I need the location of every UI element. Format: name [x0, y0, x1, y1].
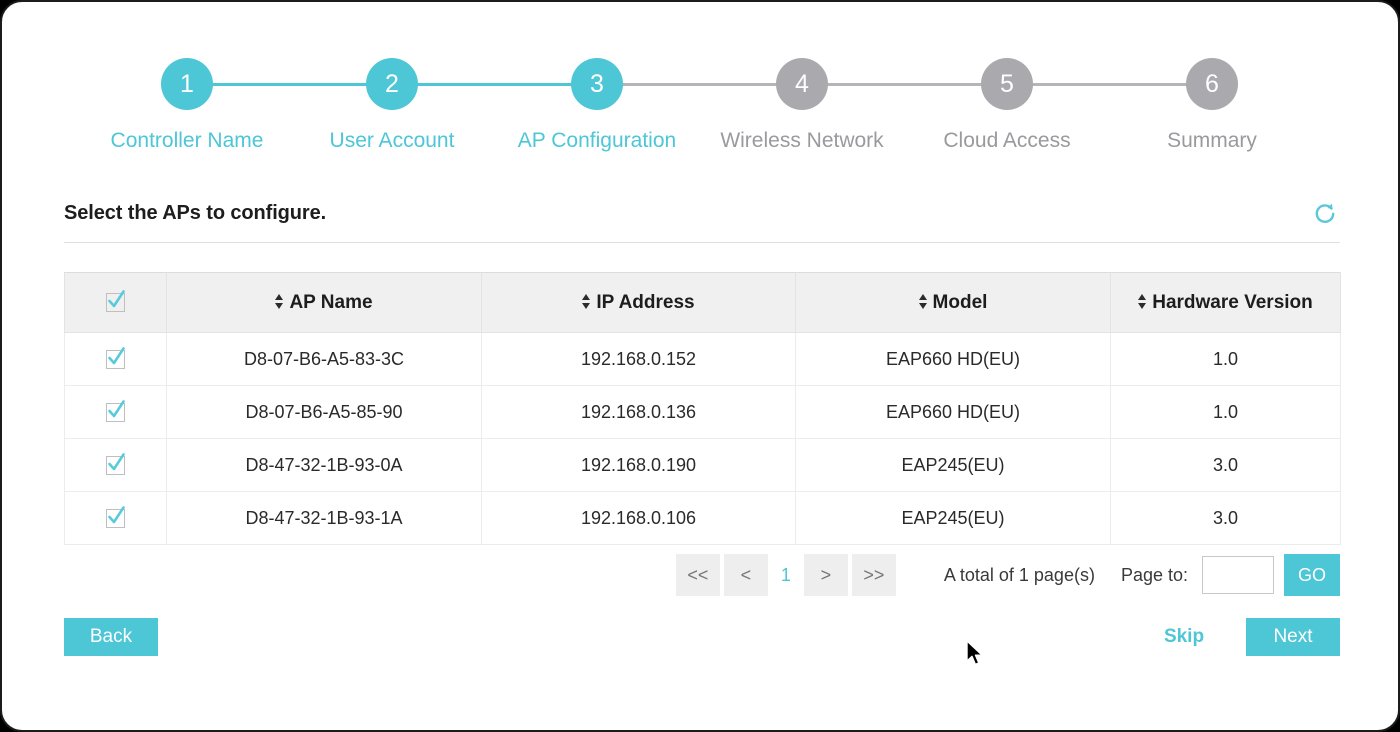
stepper-connector-3 — [597, 83, 802, 86]
page-title: Select the APs to configure. — [64, 202, 327, 224]
header-hardware-version[interactable]: Hardware Version — [1110, 272, 1341, 333]
skip-button[interactable]: Skip — [1163, 626, 1205, 647]
stepper-step-number: 1 — [161, 58, 213, 110]
row-select-cell[interactable] — [64, 491, 167, 545]
row-checkbox[interactable] — [106, 506, 125, 529]
stepper-step-ap-configuration[interactable]: 3 AP Configuration — [507, 58, 687, 153]
pagination-prev-button[interactable]: < — [723, 554, 768, 596]
stepper-step-label: Summary — [1167, 129, 1257, 152]
ap-table: AP Name IP Address Model Hardware Versio… — [64, 272, 1341, 545]
row-checkbox[interactable] — [106, 347, 125, 370]
stepper-connector-2 — [392, 83, 597, 86]
stepper-connector-5 — [1007, 83, 1212, 86]
cell-model: EAP245(EU) — [795, 438, 1111, 492]
sort-icon — [582, 293, 591, 309]
cell-model: EAP660 HD(EU) — [795, 332, 1111, 386]
stepper-step-label: User Account — [329, 129, 455, 152]
header-ip-address[interactable]: IP Address — [481, 272, 796, 333]
pagination-next-button[interactable]: > — [803, 554, 848, 596]
stepper-connector-1 — [187, 83, 392, 86]
cell-ap-name: D8-47-32-1B-93-1A — [166, 491, 482, 545]
pagination-total-text: A total of 1 page(s) — [943, 564, 1095, 585]
pagination: << < 1 > >> A total of 1 page(s) Page to… — [64, 552, 1340, 598]
header-ap-name[interactable]: AP Name — [166, 272, 482, 333]
cell-ip-address: 192.168.0.106 — [481, 491, 796, 545]
cell-ap-name: D8-07-B6-A5-85-90 — [166, 385, 482, 439]
pagination-page-to-label: Page to: — [1120, 564, 1188, 585]
header-select-all[interactable] — [64, 272, 167, 333]
stepper-step-label: Wireless Network — [720, 129, 884, 152]
row-select-cell[interactable] — [64, 385, 167, 439]
stepper-connector-4 — [802, 83, 1007, 86]
next-button[interactable]: Next — [1246, 618, 1340, 656]
cell-ap-name: D8-47-32-1B-93-0A — [166, 438, 482, 492]
row-checkbox[interactable] — [106, 453, 125, 476]
cell-hardware-version: 3.0 — [1110, 491, 1341, 545]
cell-hardware-version: 1.0 — [1110, 385, 1341, 439]
cell-ip-address: 192.168.0.152 — [481, 332, 796, 386]
pagination-page-to-input[interactable] — [1202, 556, 1274, 594]
cell-hardware-version: 1.0 — [1110, 332, 1341, 386]
back-button[interactable]: Back — [64, 618, 158, 656]
row-select-cell[interactable] — [64, 438, 167, 492]
section-header: Select the APs to configure. — [64, 202, 1340, 243]
stepper-step-number: 2 — [366, 58, 418, 110]
row-checkbox[interactable] — [106, 400, 125, 423]
pagination-last-button[interactable]: >> — [851, 554, 896, 596]
pagination-first-button[interactable]: << — [675, 554, 720, 596]
refresh-icon[interactable] — [1310, 199, 1340, 229]
header-model[interactable]: Model — [795, 272, 1111, 333]
cell-ip-address: 192.168.0.190 — [481, 438, 796, 492]
row-select-cell[interactable] — [64, 332, 167, 386]
stepper-step-label: Cloud Access — [943, 129, 1071, 152]
stepper-step-label: Controller Name — [110, 129, 264, 152]
sort-icon — [275, 293, 284, 309]
stepper-step-number: 6 — [1186, 58, 1238, 110]
table-header-row: AP Name IP Address Model Hardware Versio… — [64, 272, 1341, 333]
pagination-go-button[interactable]: GO — [1284, 554, 1340, 596]
cell-ip-address: 192.168.0.136 — [481, 385, 796, 439]
stepper-step-number: 3 — [571, 58, 623, 110]
mouse-cursor — [966, 640, 988, 670]
header-ap-name-label: AP Name — [289, 291, 373, 313]
pagination-page-1[interactable]: 1 — [780, 564, 791, 585]
header-ip-address-label: IP Address — [596, 291, 695, 313]
stepper-step-label: AP Configuration — [517, 129, 677, 152]
stepper-step-number: 4 — [776, 58, 828, 110]
sort-icon — [918, 293, 928, 309]
sort-icon — [1138, 293, 1147, 309]
cell-hardware-version: 3.0 — [1110, 438, 1341, 492]
cell-ap-name: D8-07-B6-A5-83-3C — [166, 332, 482, 386]
cell-model: EAP660 HD(EU) — [795, 385, 1111, 439]
cell-model: EAP245(EU) — [795, 491, 1111, 545]
select-all-checkbox[interactable] — [106, 290, 125, 312]
header-hardware-version-label: Hardware Version — [1152, 291, 1313, 313]
stepper-step-number: 5 — [981, 58, 1033, 110]
header-model-label: Model — [932, 291, 988, 313]
